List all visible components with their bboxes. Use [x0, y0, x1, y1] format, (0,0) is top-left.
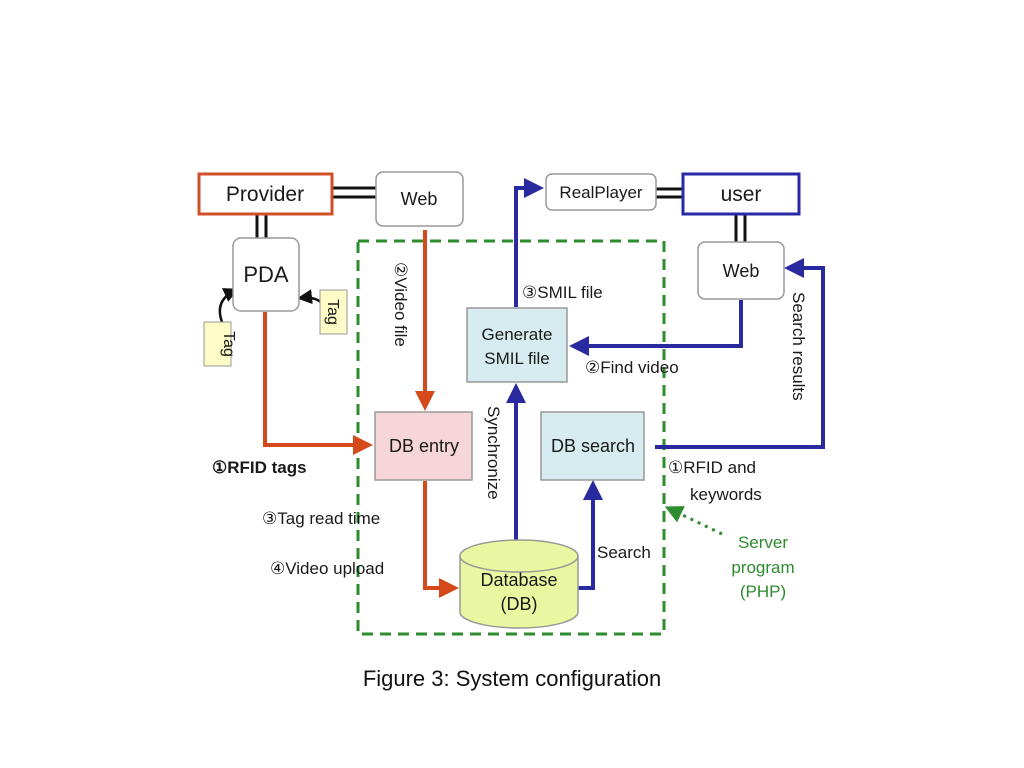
- label-rfid-keywords-line1: ①RFID and: [668, 458, 756, 477]
- link-provider-web: [332, 186, 376, 199]
- figure-caption: Figure 3: System configuration: [362, 666, 662, 691]
- link-user-web: [734, 214, 747, 242]
- tag-right-label: Tag: [324, 299, 341, 325]
- arrow-find-video: [569, 300, 743, 356]
- label-rfid-tags: ①RFID tags: [212, 458, 307, 477]
- pda-node: PDA: [232, 237, 300, 312]
- db-entry-node: DB entry: [374, 411, 473, 481]
- generate-smil-line2: SMIL file: [484, 349, 550, 368]
- label-video-file: ②Video file: [391, 262, 410, 347]
- realplayer-node: RealPlayer: [545, 173, 657, 211]
- provider-node: Provider: [197, 172, 334, 216]
- web-left-node: Web: [375, 171, 464, 227]
- label-smil-file: ③SMIL file: [522, 283, 603, 302]
- server-pointer: [664, 506, 723, 536]
- label-video-upload: ④Video upload: [270, 559, 384, 578]
- user-node: user: [681, 172, 801, 216]
- db-search-node: DB search: [540, 411, 645, 481]
- arrow-video-upload: [423, 481, 459, 598]
- arrow-smil-file: [514, 178, 544, 307]
- db-entry-label: DB entry: [389, 436, 459, 456]
- web-right-node: Web: [697, 241, 785, 300]
- label-server-line3: (PHP): [740, 582, 786, 601]
- link-provider-pda: [255, 214, 268, 238]
- tag-right-node: Tag: [319, 289, 348, 335]
- server-boundary: [356, 239, 666, 636]
- label-search-results: Search results: [789, 292, 808, 401]
- db-search-label: DB search: [551, 436, 635, 456]
- arrow-search-results: [655, 258, 825, 449]
- provider-label: Provider: [226, 183, 304, 206]
- label-server-line1: Server: [738, 533, 788, 552]
- pda-label: PDA: [243, 262, 289, 287]
- label-search: Search: [597, 543, 651, 562]
- label-server-line2: program: [731, 558, 794, 577]
- web-left-label: Web: [401, 189, 438, 209]
- arrow-search: [578, 480, 603, 590]
- web-right-label: Web: [723, 261, 760, 281]
- tag-left-label: Tag: [220, 331, 237, 357]
- label-tag-read-time: ③Tag read time: [262, 509, 380, 528]
- user-label: user: [721, 183, 762, 206]
- label-find-video: ②Find video: [585, 358, 679, 377]
- database-node: Database (DB): [459, 539, 579, 629]
- realplayer-label: RealPlayer: [559, 183, 642, 202]
- generate-smil-line1: Generate: [482, 325, 553, 344]
- database-line1: Database: [480, 570, 557, 590]
- label-rfid-keywords-line2: keywords: [690, 485, 762, 504]
- database-line2: (DB): [501, 594, 538, 614]
- arrow-rfid-tags: [263, 312, 373, 455]
- tag-left-node: Tag: [203, 321, 237, 367]
- link-realplayer-user: [656, 187, 683, 199]
- generate-smil-node: Generate SMIL file: [466, 307, 568, 383]
- label-synchronize: Synchronize: [484, 406, 503, 500]
